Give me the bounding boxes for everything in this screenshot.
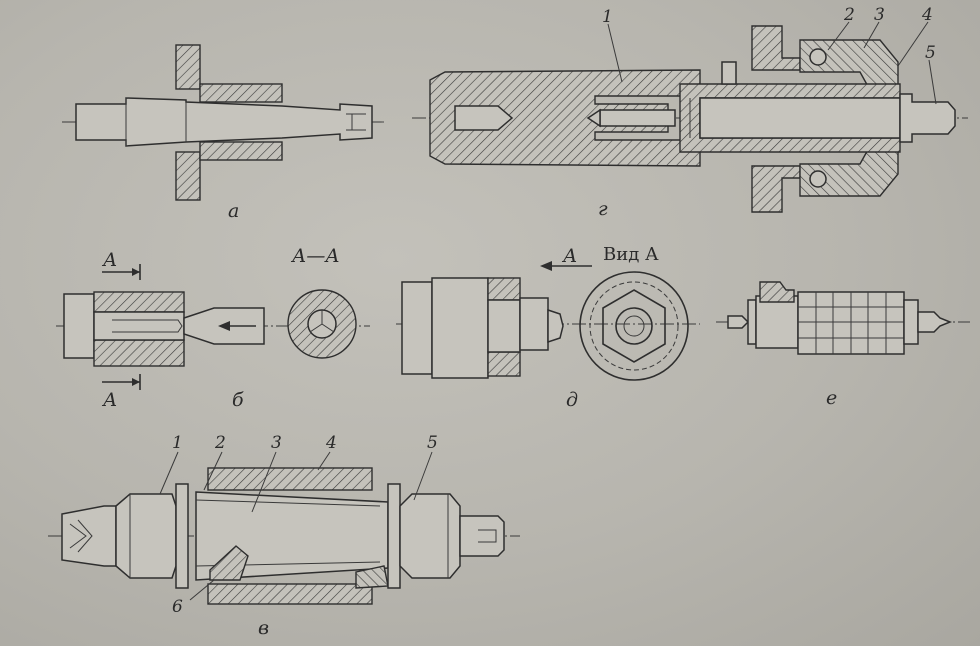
- sleeve-bottom: [199, 141, 283, 161]
- d-cap-bottom: [487, 351, 521, 377]
- e-tooth: [759, 281, 795, 303]
- e-center-left: [727, 315, 750, 329]
- callout-g-3: 3: [874, 5, 885, 25]
- label-b: б: [232, 389, 244, 411]
- d-housing: [431, 277, 489, 379]
- view-title: Вид А: [603, 244, 659, 265]
- figure-a: а: [62, 44, 385, 222]
- label-a: а: [228, 200, 239, 222]
- v-washer-right: [387, 483, 401, 589]
- figure-g: 1 2 3 4 5 г: [412, 5, 968, 220]
- callout-v-5: 5: [427, 433, 438, 453]
- cut-letter-top: А: [101, 249, 117, 271]
- view-outer-circle: [579, 271, 689, 381]
- figure-d: А Вид А д: [396, 244, 700, 411]
- callout-g-1: 1: [602, 7, 613, 27]
- shank: [75, 97, 373, 147]
- holder-bore: [93, 311, 185, 341]
- figure-b: А А А—А б: [56, 245, 370, 411]
- e-cutter-grid: [798, 292, 904, 354]
- label-v: в: [258, 617, 269, 639]
- d-core: [487, 299, 521, 353]
- figure-v: 1 2 3 4 5 6 в: [48, 433, 520, 639]
- pin: [599, 109, 676, 127]
- label-g: г: [598, 198, 608, 220]
- cut-letter-bottom: А: [101, 389, 117, 411]
- v-sleeve-top: [207, 467, 373, 491]
- flange-top: [175, 44, 201, 90]
- v-washer-left: [175, 483, 189, 589]
- d-tip: [547, 308, 564, 344]
- screw: [721, 61, 737, 85]
- v-left-drive: [61, 505, 117, 567]
- view-arrow-letter: А: [561, 245, 577, 267]
- v-sleeve-bottom: [207, 583, 373, 605]
- end-piece-5: [899, 93, 956, 143]
- view-bore: [623, 315, 645, 337]
- d-nut: [519, 297, 549, 351]
- flange-top-g: [751, 25, 801, 71]
- callout-v-1: 1: [172, 433, 183, 453]
- e-collar: [747, 299, 757, 345]
- sleeve-top: [199, 83, 283, 103]
- pin-tip: [586, 108, 601, 128]
- e-hub: [755, 295, 799, 349]
- d-cap-top: [487, 277, 521, 301]
- view-hex-nut: [602, 289, 666, 363]
- callout-v-3: 3: [271, 433, 282, 453]
- v-pin-6: [209, 545, 249, 581]
- d-body: [401, 281, 433, 375]
- holder-left: [63, 293, 95, 359]
- spindle: [699, 97, 901, 139]
- e-center-right: [917, 311, 953, 333]
- callout-v-2: 2: [214, 433, 226, 453]
- label-d: д: [566, 389, 578, 411]
- flange-bottom: [175, 151, 201, 201]
- view-hidden-circle: [589, 281, 679, 371]
- ball-top: [809, 48, 827, 66]
- v-nut-left: [115, 493, 177, 579]
- e-end-collar: [903, 299, 919, 345]
- figure-e: е: [716, 281, 970, 409]
- bore-left: [454, 105, 514, 131]
- ball-bottom: [809, 170, 827, 188]
- holder-bottom: [93, 339, 185, 367]
- v-nut-right: [399, 493, 461, 579]
- holder-top: [93, 291, 185, 313]
- callout-g-4: 4: [921, 5, 933, 25]
- callout-g-5: 5: [925, 43, 936, 63]
- callout-v-4: 4: [325, 433, 337, 453]
- view-inner-circle: [615, 307, 653, 345]
- callout-g-2: 2: [843, 5, 855, 25]
- label-e: е: [826, 387, 837, 409]
- callout-v-6: 6: [172, 597, 183, 617]
- flange-bottom-g: [751, 165, 801, 213]
- section-title: А—А: [290, 245, 340, 267]
- body-1: [429, 69, 701, 167]
- v-right-drive: [459, 515, 505, 557]
